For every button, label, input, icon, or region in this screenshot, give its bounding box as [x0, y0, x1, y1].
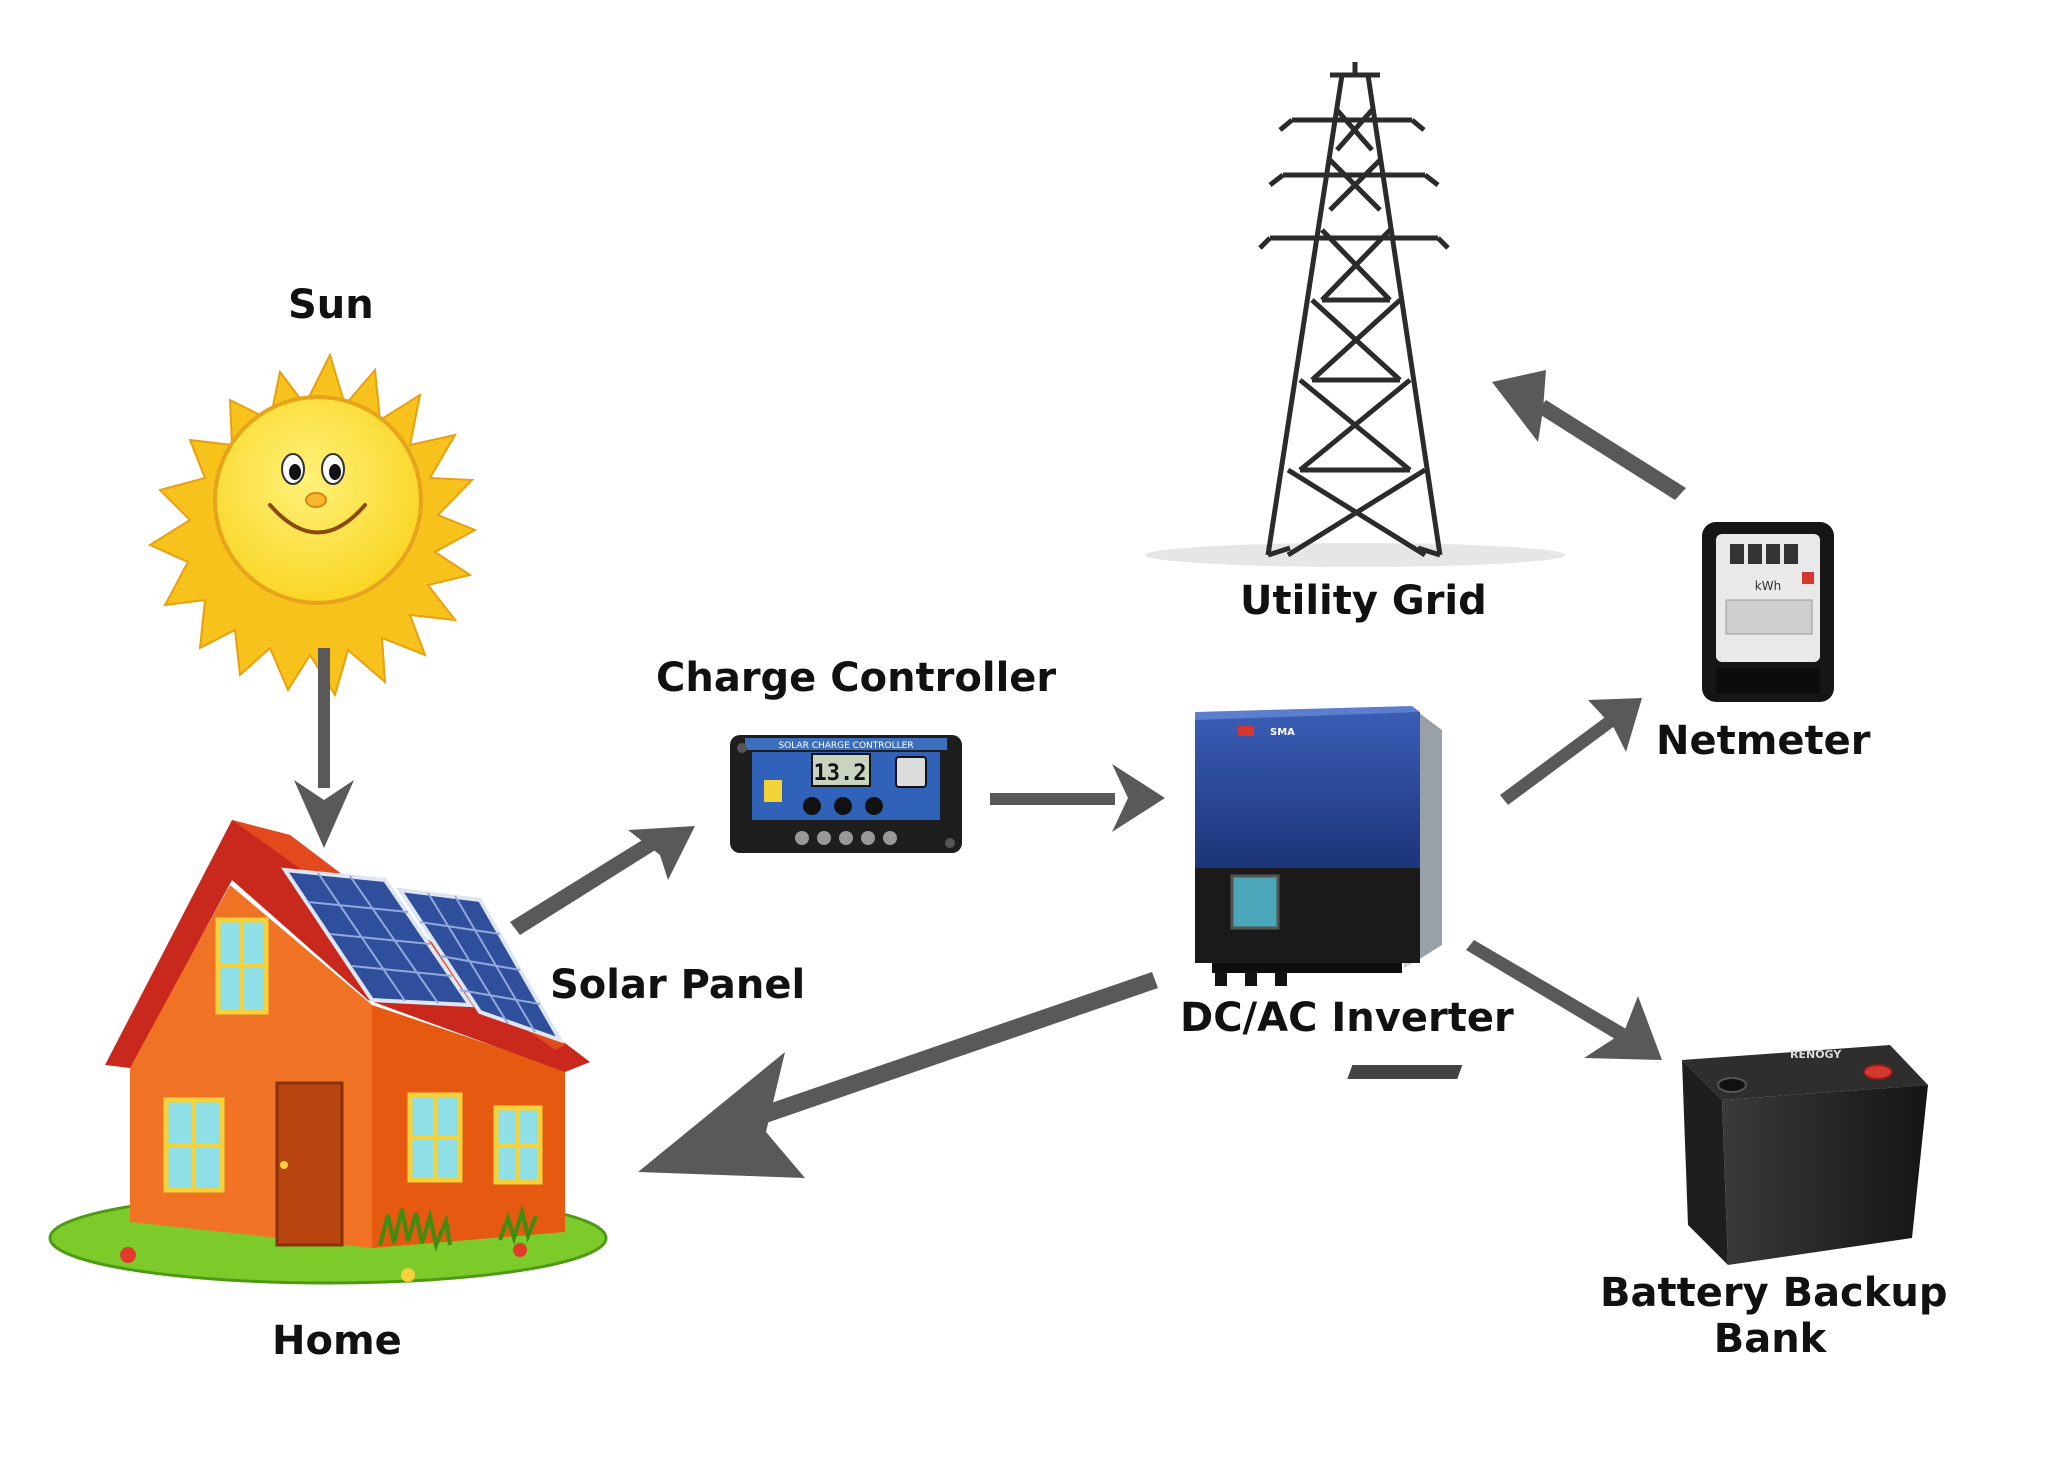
meter-unit: kWh [1755, 579, 1781, 593]
arrow-controller-to-inverter [990, 764, 1165, 832]
inverter-icon: SMA [1195, 706, 1442, 986]
solar-panel-icon [280, 867, 565, 1044]
charge-controller-icon: SOLAR CHARGE CONTROLLER 13.2 [730, 735, 962, 853]
arrow-panel-to-controller [510, 826, 695, 935]
battery-brand: RENOGY [1790, 1048, 1842, 1061]
house-side-wall [372, 1005, 565, 1248]
battery-icon: RENOGY [1347, 1045, 1928, 1265]
sun-nose [305, 492, 327, 508]
arrow-inverter-to-netmeter [1500, 698, 1642, 805]
inverter-brand: SMA [1270, 727, 1295, 738]
label-sun: Sun [288, 282, 374, 328]
sun-mouth [268, 503, 367, 535]
label-netmeter: Netmeter [1656, 718, 1871, 764]
arrow-inverter-to-battery [1466, 940, 1662, 1060]
label-utility-grid: Utility Grid [1240, 578, 1487, 624]
label-battery-line2: Bank [1713, 1316, 1827, 1362]
controller-display: 13.2 [814, 761, 867, 786]
arrow-inverter-to-home [638, 972, 1158, 1178]
netmeter-icon: kWh [1702, 522, 1834, 702]
arrow-netmeter-to-grid [1492, 370, 1686, 500]
grass-tufts [378, 1204, 538, 1252]
label-charge-controller: Charge Controller [656, 655, 1057, 701]
label-home: Home [272, 1318, 402, 1364]
arrows [294, 370, 1686, 1178]
sun-icon [147, 352, 478, 698]
label-battery-line1: Battery Backup [1600, 1270, 1948, 1316]
label-battery-backup-bank: Battery Backup Bank [1600, 1270, 1948, 1362]
tower-icon [1145, 62, 1565, 567]
arrow-sun-to-home [294, 648, 354, 848]
label-inverter: DC/AC Inverter [1180, 995, 1514, 1041]
house-icon [48, 820, 608, 1285]
controller-panel-text: SOLAR CHARGE CONTROLLER [778, 741, 913, 751]
label-solar-panel: Solar Panel [550, 962, 806, 1008]
